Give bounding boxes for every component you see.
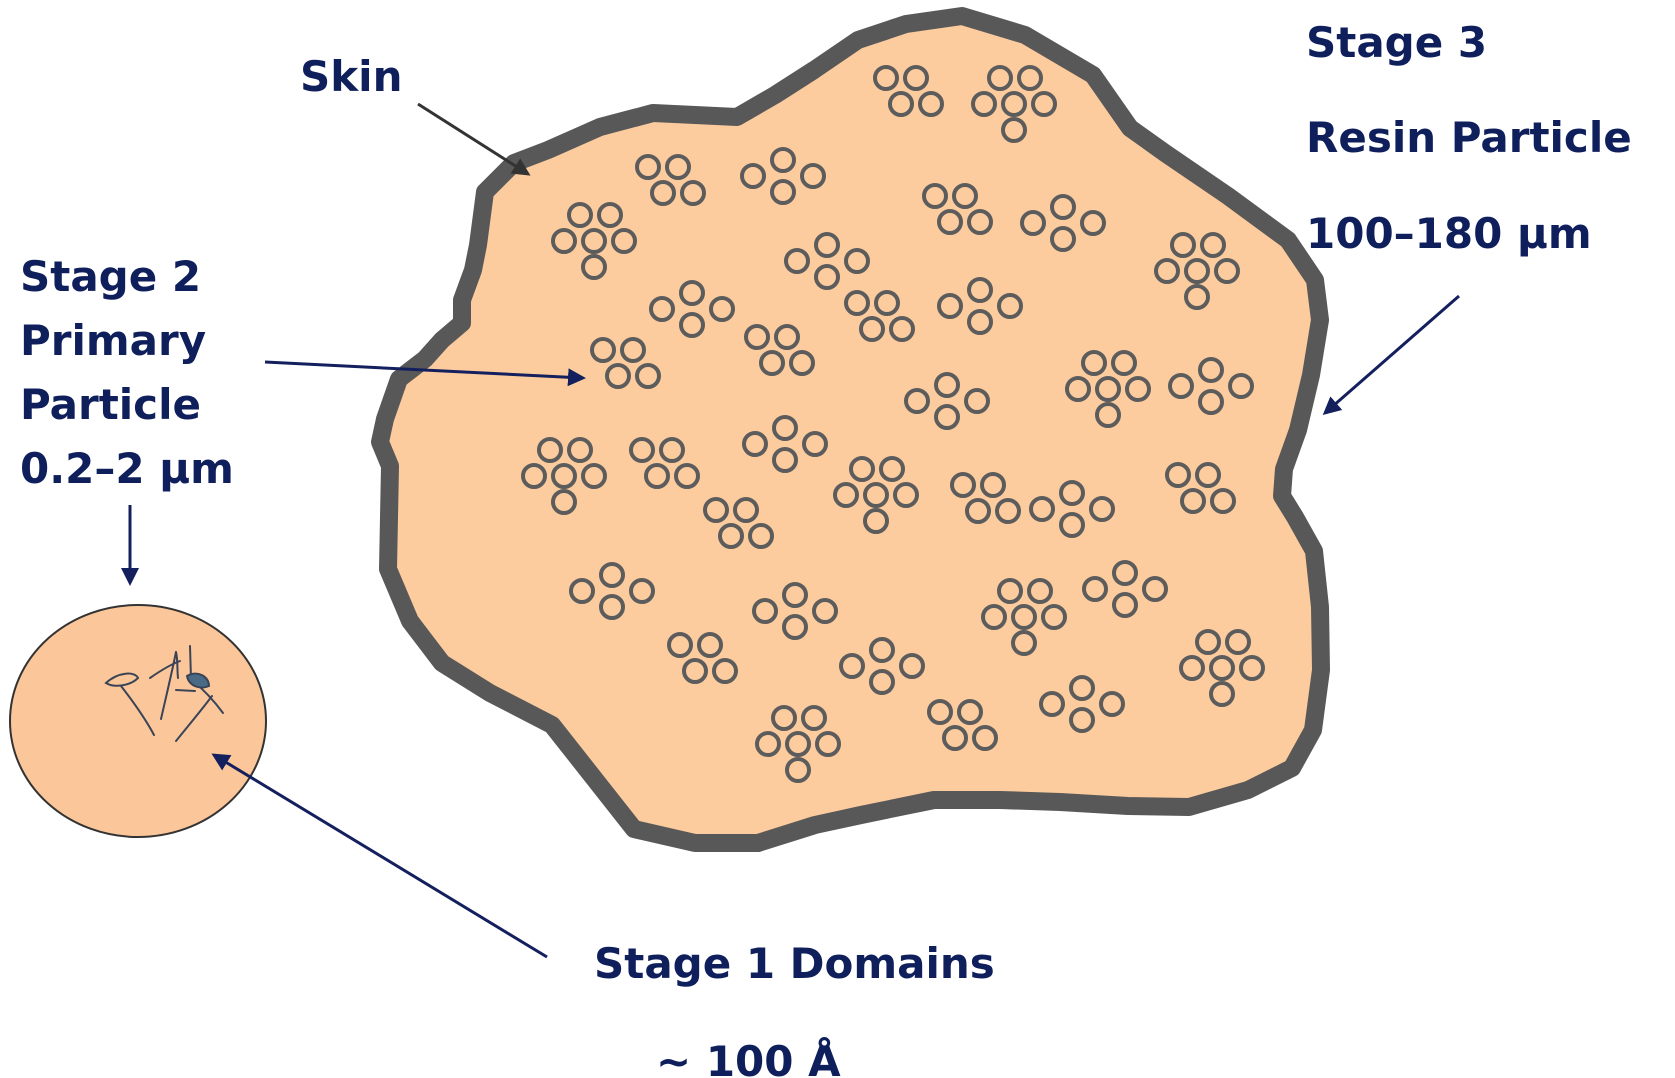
- stage3-arrow: [1325, 296, 1459, 413]
- stage3-title: Stage 3: [1306, 22, 1487, 64]
- stage2-name-line1: Primary: [20, 320, 206, 362]
- primary-particle-circle: [10, 605, 266, 837]
- stage3-name: Resin Particle: [1306, 117, 1632, 159]
- stage3-size: 100–180 μm: [1306, 213, 1592, 255]
- resin-particle-skin: [380, 16, 1321, 843]
- skin-label: Skin: [300, 56, 402, 98]
- skin-arrow: [418, 104, 528, 174]
- stage1-name: Stage 1 Domains: [594, 943, 995, 985]
- stage2-size: 0.2–2 μm: [20, 448, 234, 490]
- stage1-arrow: [214, 755, 547, 957]
- stage2-title: Stage 2: [20, 256, 201, 298]
- stage2-name-line2: Particle: [20, 384, 201, 426]
- stage1-size: ~ 100 Å: [656, 1041, 841, 1078]
